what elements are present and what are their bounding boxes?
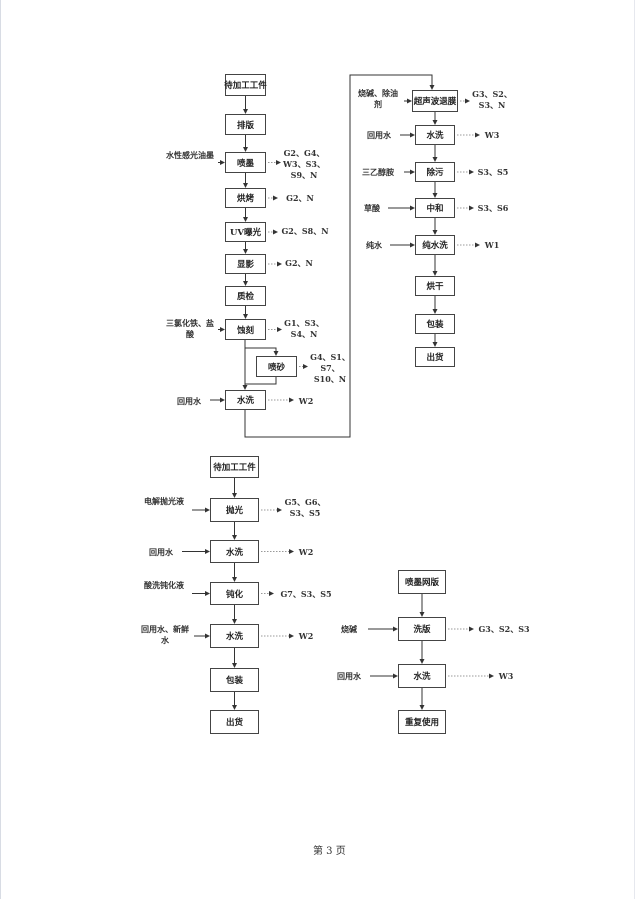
output-emission-label: S3、S5	[477, 167, 509, 177]
input-material-label: 水性感光油墨	[166, 150, 214, 160]
input-material-label: 回用水、新鲜水	[141, 624, 189, 645]
process-step-box: 水洗	[225, 390, 266, 410]
process-step-box: 除污	[415, 162, 455, 182]
process-step-box: 水洗	[415, 125, 455, 145]
process-step-box: 喷墨网版	[398, 570, 446, 594]
process-step-box: 包装	[210, 668, 259, 692]
process-step-box: 钝化	[210, 582, 259, 605]
input-material-label: 酸洗钝化液	[144, 580, 184, 590]
process-step-box: 质检	[225, 286, 266, 306]
output-emission-label: G2、S8、N	[281, 226, 329, 236]
output-emission-label: G2、G4、W3、S3、S9、N	[283, 148, 325, 180]
output-emission-label: G3、S2、S3、N	[472, 89, 512, 110]
output-emission-label: W2	[298, 547, 314, 557]
process-step-box: 显影	[225, 254, 266, 274]
input-material-label: 回用水	[177, 396, 201, 406]
output-emission-label: G4、S1、S7、S10、N	[310, 352, 350, 384]
input-material-label: 回用水	[337, 671, 361, 681]
input-material-label: 电解抛光液	[144, 496, 184, 506]
output-emission-label: W3	[484, 130, 500, 140]
process-step-box: 排版	[225, 114, 266, 135]
process-step-box: 包装	[415, 314, 455, 334]
input-material-label: 纯水	[366, 240, 382, 250]
input-material-label: 回用水	[149, 547, 173, 557]
output-emission-label: G2、N	[285, 258, 313, 268]
output-emission-label: W2	[298, 631, 314, 641]
process-step-box: 洗版	[398, 617, 446, 641]
input-material-label: 三氯化铁、盐酸	[166, 318, 214, 339]
branch-arrow	[245, 347, 279, 356]
output-emission-label: W2	[298, 396, 314, 406]
output-emission-label: G1、S3、S4、N	[284, 318, 324, 339]
process-step-box: 烘烤	[225, 188, 266, 208]
input-material-label: 三乙醇胺	[362, 167, 394, 177]
output-emission-label: W1	[484, 240, 500, 250]
process-step-box: 喷砂	[256, 356, 297, 377]
input-material-label: 回用水	[367, 130, 391, 140]
process-step-box: 水洗	[210, 624, 259, 648]
process-step-box: 超声波退膜	[412, 90, 458, 112]
process-step-box: 出货	[415, 347, 455, 367]
output-emission-label: G5、G6、S3、S5	[284, 497, 326, 518]
process-step-box: 待加工工件	[224, 74, 267, 96]
process-step-box: 水洗	[210, 540, 259, 563]
output-emission-label: W3	[498, 671, 514, 681]
process-step-box: 纯水洗	[415, 235, 455, 255]
output-emission-label: G3、S2、S3	[478, 624, 530, 634]
process-step-box: 中和	[415, 198, 455, 218]
process-step-box: 喷墨	[225, 152, 266, 173]
output-emission-label: G7、S3、S5	[280, 589, 332, 599]
process-step-box: 待加工工件	[210, 456, 259, 478]
process-step-box: 烘干	[415, 276, 455, 296]
process-step-box: 蚀刻	[225, 319, 266, 340]
branch-return-line	[245, 377, 277, 385]
output-emission-label: S3、S6	[477, 203, 509, 213]
input-material-label: 草酸	[364, 203, 380, 213]
input-material-label: 烧碱、除油剂	[358, 88, 398, 109]
process-step-box: 抛光	[210, 498, 259, 522]
input-material-label: 烧碱	[341, 624, 357, 634]
process-step-box: 出货	[210, 710, 259, 734]
loop-connector	[244, 74, 435, 438]
process-step-box: 水洗	[398, 664, 446, 688]
process-step-box: 重复使用	[398, 710, 446, 734]
process-step-box: UV曝光	[225, 222, 266, 242]
page-number: 第 3 页	[313, 846, 346, 857]
output-emission-label: G2、N	[286, 193, 314, 203]
